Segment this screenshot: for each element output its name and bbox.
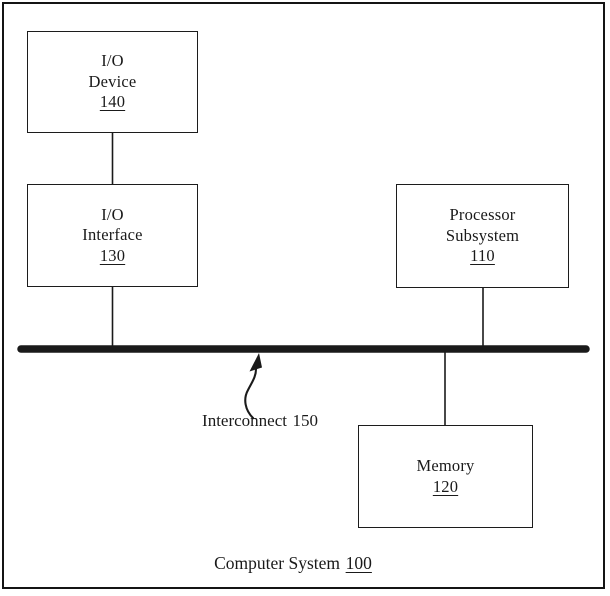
block-ref-number: 130 (99, 245, 126, 265)
block-label-line: Memory (416, 456, 475, 475)
block-label-line: Subsystem (445, 225, 520, 245)
block-ref-number: 140 (99, 92, 126, 112)
block-ref-number: 110 (470, 246, 495, 266)
block-label-line: Device (88, 71, 137, 91)
figure-border (2, 2, 605, 589)
block-processor-subsystem: Processor Subsystem 110 (396, 184, 569, 288)
block-label-line: I/O (101, 51, 124, 71)
figure-caption-ref-number: 100 (345, 553, 372, 573)
block-memory: Memory 120 (358, 425, 533, 528)
interconnect-label: Interconnect 150 (191, 411, 329, 431)
block-ref-number: 120 (432, 476, 459, 496)
interconnect-label-text: Interconnect (202, 411, 287, 430)
interconnect-arrow-curve (244, 367, 258, 420)
interconnect-ref-number: 150 (292, 411, 318, 430)
interconnect-arrowhead-icon (249, 353, 262, 372)
block-label-line: I/O (101, 204, 124, 224)
block-io-device: I/O Device 140 (27, 31, 198, 133)
block-label-line: Processor (449, 205, 516, 225)
block-label-line: Interface (82, 225, 143, 245)
block-io-interface: I/O Interface 130 (27, 184, 198, 287)
figure-caption-text: Computer System (214, 553, 341, 573)
